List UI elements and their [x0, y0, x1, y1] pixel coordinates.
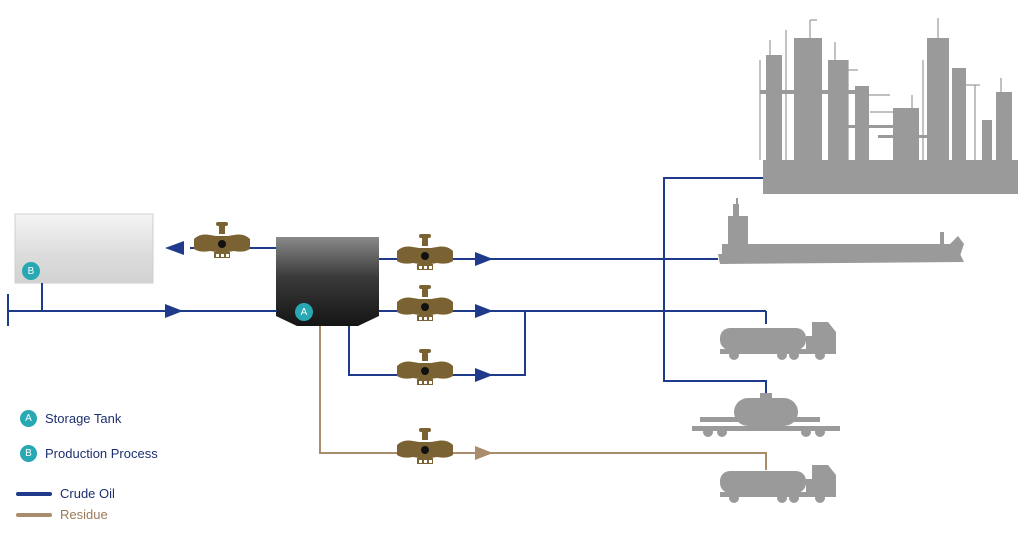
crude-oil-arrows — [165, 241, 493, 382]
tanker-truck-icon — [720, 465, 836, 503]
valve-icon[interactable] — [397, 285, 453, 321]
production-process-badge: B — [22, 262, 40, 280]
storage-tank — [276, 237, 379, 326]
refinery-icon — [759, 18, 1018, 194]
tanker-truck-icon — [720, 322, 836, 360]
valve-icon[interactable] — [397, 428, 453, 464]
valve-icon[interactable] — [397, 349, 453, 385]
tanker-ship-icon — [718, 198, 964, 264]
residue-arrow — [475, 446, 493, 460]
valve-icon[interactable] — [194, 222, 250, 258]
storage-tank-badge: A — [295, 303, 313, 321]
rail-tank-car-icon — [692, 393, 840, 437]
crude-oil-lines — [7, 177, 767, 398]
valve-icon[interactable] — [397, 234, 453, 270]
residue-line — [319, 326, 767, 470]
